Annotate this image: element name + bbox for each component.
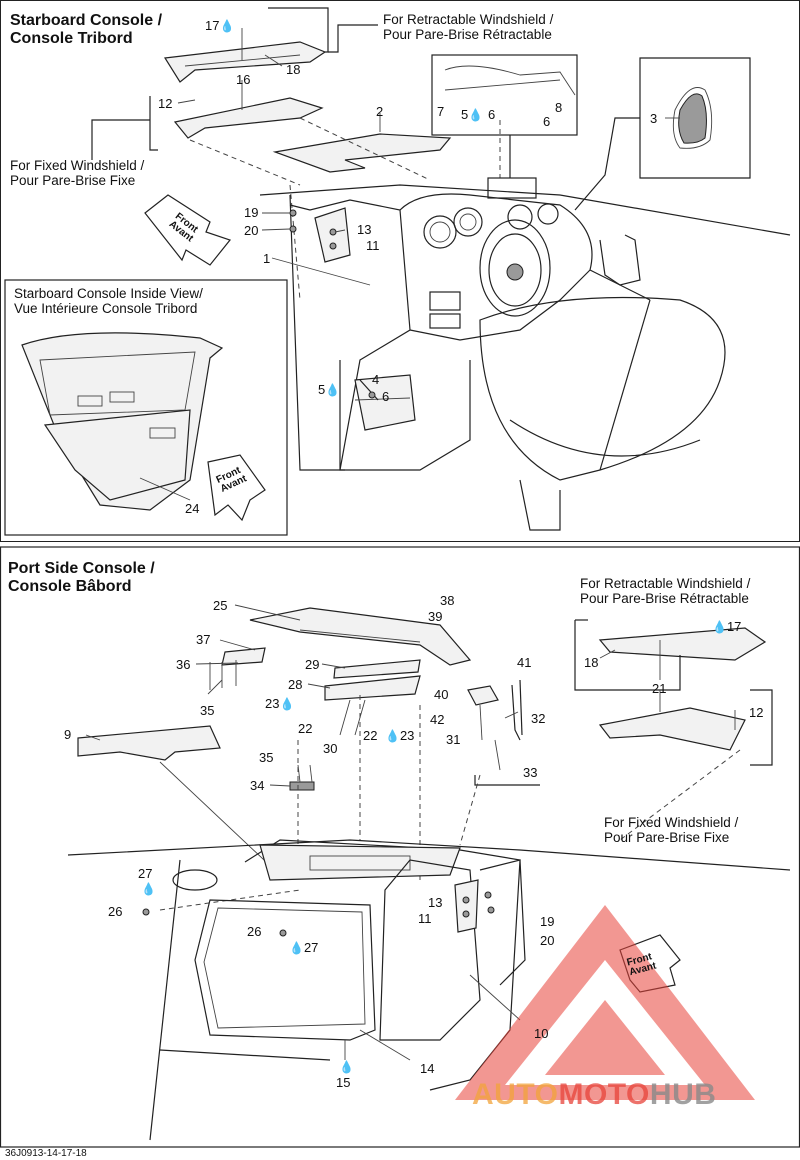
starboard-title: Starboard Console / Console Tribord bbox=[10, 12, 163, 47]
callout-26-center: 26 bbox=[247, 924, 262, 939]
callout-32: 32 bbox=[531, 711, 546, 726]
callout-27-left: 27 bbox=[138, 866, 153, 881]
callout-29: 29 bbox=[305, 657, 320, 672]
callout-30: 30 bbox=[323, 741, 338, 756]
callout-5-lower: 5💧 bbox=[318, 382, 341, 397]
port-title: Port Side Console / Console Bâbord bbox=[8, 560, 155, 595]
callout-40: 40 bbox=[434, 687, 449, 702]
callout-35-lower: 35 bbox=[259, 750, 274, 765]
callout-33: 33 bbox=[523, 765, 538, 780]
starboard-inside-view-note: Starboard Console Inside View/ Vue Intér… bbox=[14, 286, 203, 316]
callout-36: 36 bbox=[176, 657, 191, 672]
watermark-logo bbox=[455, 905, 755, 1100]
callout-23-right: 💧23 bbox=[385, 728, 415, 743]
callout-25: 25 bbox=[213, 598, 228, 613]
callout-1: 1 bbox=[263, 251, 271, 266]
callout-34: 34 bbox=[250, 778, 265, 793]
callout-11-port: 11 bbox=[418, 911, 432, 926]
callout-12: 12 bbox=[158, 96, 173, 111]
callout-11: 11 bbox=[366, 238, 380, 253]
callout-26-left: 26 bbox=[108, 904, 123, 919]
callout-17-port: 💧17 bbox=[712, 619, 742, 634]
callout-17: 17💧 bbox=[205, 18, 235, 33]
callout-6-lower: 6 bbox=[382, 389, 390, 404]
callout-24: 24 bbox=[185, 501, 200, 516]
callout-14: 14 bbox=[420, 1061, 435, 1076]
callout-20: 20 bbox=[244, 223, 259, 238]
callout-12-port: 12 bbox=[749, 705, 764, 720]
callout-6-retractable-a: 6 bbox=[488, 107, 496, 122]
callout-3: 3 bbox=[650, 111, 658, 126]
callout-8: 8 bbox=[555, 100, 563, 115]
callout-39: 39 bbox=[428, 609, 443, 624]
drop-27-left: 💧 bbox=[141, 882, 156, 896]
callout-13: 13 bbox=[357, 222, 372, 237]
callout-37: 37 bbox=[196, 632, 211, 647]
callout-16: 16 bbox=[236, 72, 251, 87]
callout-20-port: 20 bbox=[540, 933, 555, 948]
callout-6-retractable-b: 6 bbox=[543, 114, 551, 129]
callout-21: 21 bbox=[652, 681, 667, 696]
callout-22-left: 22 bbox=[298, 721, 313, 736]
callout-18: 18 bbox=[286, 62, 301, 77]
port-fixed-note: For Fixed Windshield / Pour Pare-Brise F… bbox=[604, 815, 739, 845]
callout-28: 28 bbox=[288, 677, 303, 692]
callout-27-center: 💧27 bbox=[289, 940, 319, 955]
callout-13-port: 13 bbox=[428, 895, 443, 910]
figure-code: 36J0913-14-17-18 bbox=[5, 1148, 87, 1159]
callout-10: 10 bbox=[534, 1026, 549, 1041]
starboard-fixed-note: For Fixed Windshield / Pour Pare-Brise F… bbox=[10, 158, 145, 188]
callout-42: 42 bbox=[430, 712, 445, 727]
callout-15: 15 bbox=[336, 1075, 351, 1090]
callout-9: 9 bbox=[64, 727, 72, 742]
callout-7: 7 bbox=[437, 104, 445, 119]
callout-38: 38 bbox=[440, 593, 455, 608]
callout-31: 31 bbox=[446, 732, 461, 747]
drop-15: 💧 bbox=[339, 1060, 354, 1074]
callout-41: 41 bbox=[517, 655, 532, 670]
callout-22-right: 22 bbox=[363, 728, 378, 743]
port-retractable-note: For Retractable Windshield / Pour Pare-B… bbox=[580, 576, 751, 606]
callout-4: 4 bbox=[372, 372, 380, 387]
callout-35-bracket: 35 bbox=[200, 703, 215, 718]
callout-19-port: 19 bbox=[540, 914, 555, 929]
callout-18-port: 18 bbox=[584, 655, 599, 670]
callout-2: 2 bbox=[376, 104, 384, 119]
starboard-retractable-note: For Retractable Windshield / Pour Pare-B… bbox=[383, 12, 554, 42]
callout-19: 19 bbox=[244, 205, 259, 220]
watermark-text: AUTOMOTOHUB bbox=[472, 1078, 717, 1111]
callout-23-left: 23💧 bbox=[265, 696, 295, 711]
callout-5-retractable: 5💧 bbox=[461, 107, 484, 122]
